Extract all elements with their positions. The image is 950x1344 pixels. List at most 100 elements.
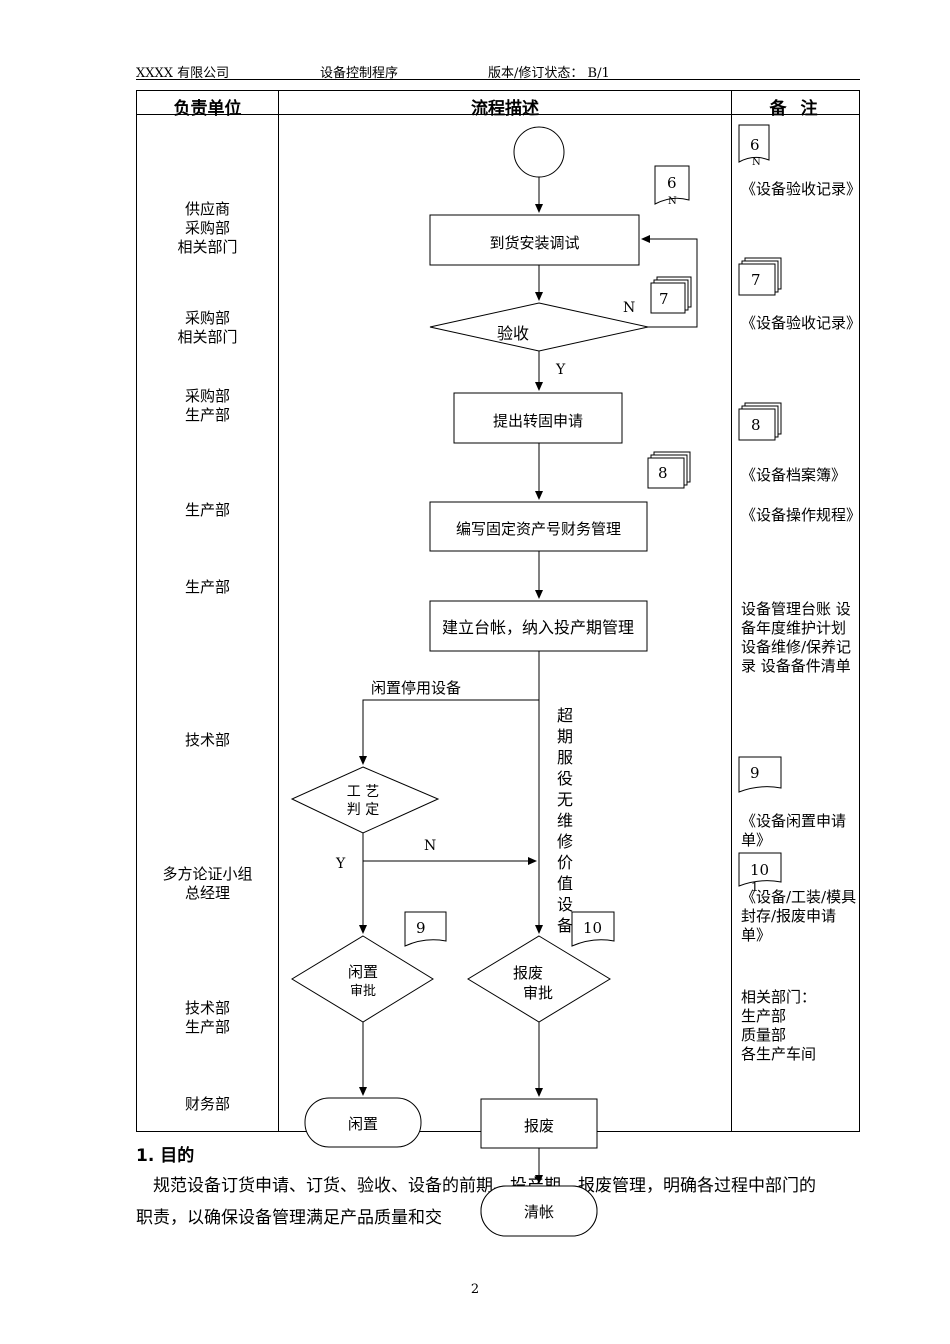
accept-yes-label: Y xyxy=(556,362,566,378)
flow-doc6-number: 6 xyxy=(667,174,677,192)
dept-line: 技术部 xyxy=(184,731,230,749)
dept-line: 生产部 xyxy=(184,578,230,596)
idle-end-label: 闲置 xyxy=(347,1115,378,1133)
note-doc8-number: 8 xyxy=(751,416,761,434)
table-top-border xyxy=(136,90,860,91)
column-header-unit: 负责单位 xyxy=(173,99,242,119)
note-doc9-number: 9 xyxy=(750,764,760,782)
scrap-end-label: 报废 xyxy=(523,1117,554,1135)
note-doc6-text: 《设备验收记录》 xyxy=(741,180,862,198)
scrap-approve-label: 报废 审批 xyxy=(505,963,575,1003)
dept-line: 生产部 xyxy=(184,1018,230,1036)
accept-label: 验收 xyxy=(497,324,530,343)
section-paragraph-line1: 规范设备订货申请、订货、验收、设备的前期、投产期、报废管理，明确各过程中部门的 xyxy=(153,1176,816,1196)
dept-line: 总经理 xyxy=(184,884,230,902)
start-node xyxy=(513,126,565,178)
note-doc6-sub: N xyxy=(752,157,761,168)
note-line: 相关部门： xyxy=(741,988,817,1006)
note-doc6-icon xyxy=(738,124,770,163)
dept-review-group: 多方论证小组 总经理 xyxy=(140,865,275,903)
accept-no-label: N xyxy=(623,300,636,316)
clear-node-overlay xyxy=(480,1185,598,1237)
dept-line: 财务部 xyxy=(184,1095,230,1113)
note-doc10-text: 《设备/工装/模具封存/报废申请单》 xyxy=(741,888,857,944)
dept-line: 相关部门 xyxy=(177,238,238,256)
idle-end xyxy=(304,1097,422,1148)
asset-box xyxy=(429,501,648,552)
dept-production-1: 生产部 xyxy=(140,501,275,520)
dept-technical: 技术部 xyxy=(140,731,275,750)
judge-no-label: N xyxy=(424,838,437,854)
install-box xyxy=(429,214,640,266)
judge-label: 工 艺 判 定 xyxy=(328,783,398,819)
note-line: 各生产车间 xyxy=(741,1045,817,1063)
idle-approve-line: 闲置 xyxy=(347,963,378,981)
column-header-note: 备 注 xyxy=(769,99,822,119)
note-doc8-text2: 《设备操作规程》 xyxy=(741,506,862,524)
idle-branch xyxy=(359,699,539,765)
note-doc8-text1: 《设备档案簿》 xyxy=(741,466,847,484)
program-title: 设备控制程序 xyxy=(320,66,399,81)
flow-doc10-icon xyxy=(571,911,615,947)
flow-doc6-sub: N xyxy=(668,196,677,207)
dept-line: 采购部 xyxy=(184,309,230,327)
flow-doc9-number: 9 xyxy=(416,919,426,937)
note-doc7-number: 7 xyxy=(751,271,761,289)
judge-line: 判 定 xyxy=(346,802,380,818)
dept-line: 供应商 xyxy=(184,200,230,218)
flow-doc7-number: 7 xyxy=(659,290,669,308)
transfer-box xyxy=(453,392,623,444)
note-doc6-number: 6 xyxy=(750,136,760,154)
table-header-border xyxy=(136,114,860,115)
flow-doc10-number: 10 xyxy=(583,919,603,937)
dept-production-2: 生产部 xyxy=(140,578,275,597)
note-doc10-icon xyxy=(738,852,782,887)
version-status: 版本/修订状态： B/1 xyxy=(488,66,610,81)
flow-doc8-number: 8 xyxy=(658,464,668,482)
table-divider-1 xyxy=(278,90,279,1132)
dept-line: 生产部 xyxy=(184,501,230,519)
flow-doc8-icon xyxy=(647,457,685,489)
asset-label: 编写固定资产号财务管理 xyxy=(455,520,621,538)
reject-loop xyxy=(641,235,698,328)
transfer-label: 提出转固申请 xyxy=(492,412,583,430)
scrap-approve-line: 报废 xyxy=(513,964,544,982)
dept-supplier-group: 供应商 采购部 相关部门 xyxy=(140,200,275,257)
note-related-depts: 相关部门： 生产部 质量部 各生产车间 xyxy=(741,988,857,1064)
section-paragraph-line2: 职责，以确保设备管理满足产品质量和交 xyxy=(136,1208,442,1228)
clear-label: 清帐 xyxy=(523,1203,554,1221)
dept-purchase-production: 采购部 生产部 xyxy=(140,387,275,425)
judge-line: 工 艺 xyxy=(346,784,380,800)
section-heading: 1. 目的 xyxy=(136,1146,195,1166)
note-doc10-number: 10 xyxy=(750,861,770,879)
dept-line: 采购部 xyxy=(184,387,230,405)
judge-yes-label: Y xyxy=(336,856,346,872)
scrap-approve-line: 审批 xyxy=(523,984,554,1002)
idle-approve-label: 闲置 审批 xyxy=(328,963,398,1001)
flow-doc7-icon xyxy=(650,282,686,314)
note-doc7-icon xyxy=(738,257,782,296)
scrap-end xyxy=(480,1098,598,1149)
table-divider-2 xyxy=(731,90,732,1132)
idle-branch-label: 闲置停用设备 xyxy=(371,679,462,697)
page-number: 2 xyxy=(470,1282,480,1297)
company-name: XXXX 有限公司 xyxy=(136,66,230,81)
header-rule xyxy=(136,79,860,80)
note-ledger-list: 设备管理台账 设备年度维护计划 设备维修/保养记录 设备备件清单 xyxy=(741,600,852,675)
dept-line: 技术部 xyxy=(184,999,230,1017)
note-doc9-icon xyxy=(738,756,782,793)
dept-line: 多方论证小组 xyxy=(162,865,253,883)
idle-approve-line: 审批 xyxy=(349,984,376,999)
note-doc7-text: 《设备验收记录》 xyxy=(741,314,862,332)
flow-doc9-icon xyxy=(404,911,447,947)
dept-line: 采购部 xyxy=(184,219,230,237)
overdue-branch-label: 超期服役无维修价值设备 xyxy=(557,706,574,935)
dept-finance: 财务部 xyxy=(140,1095,275,1114)
table-right-border xyxy=(859,90,860,1132)
column-header-flow: 流程描述 xyxy=(471,99,539,119)
flow-doc6-icon xyxy=(654,165,690,205)
note-doc9-text: 《设备闲置申请单》 xyxy=(741,812,847,849)
dept-purchase-related: 采购部 相关部门 xyxy=(140,309,275,347)
accept-diamond xyxy=(429,302,649,352)
